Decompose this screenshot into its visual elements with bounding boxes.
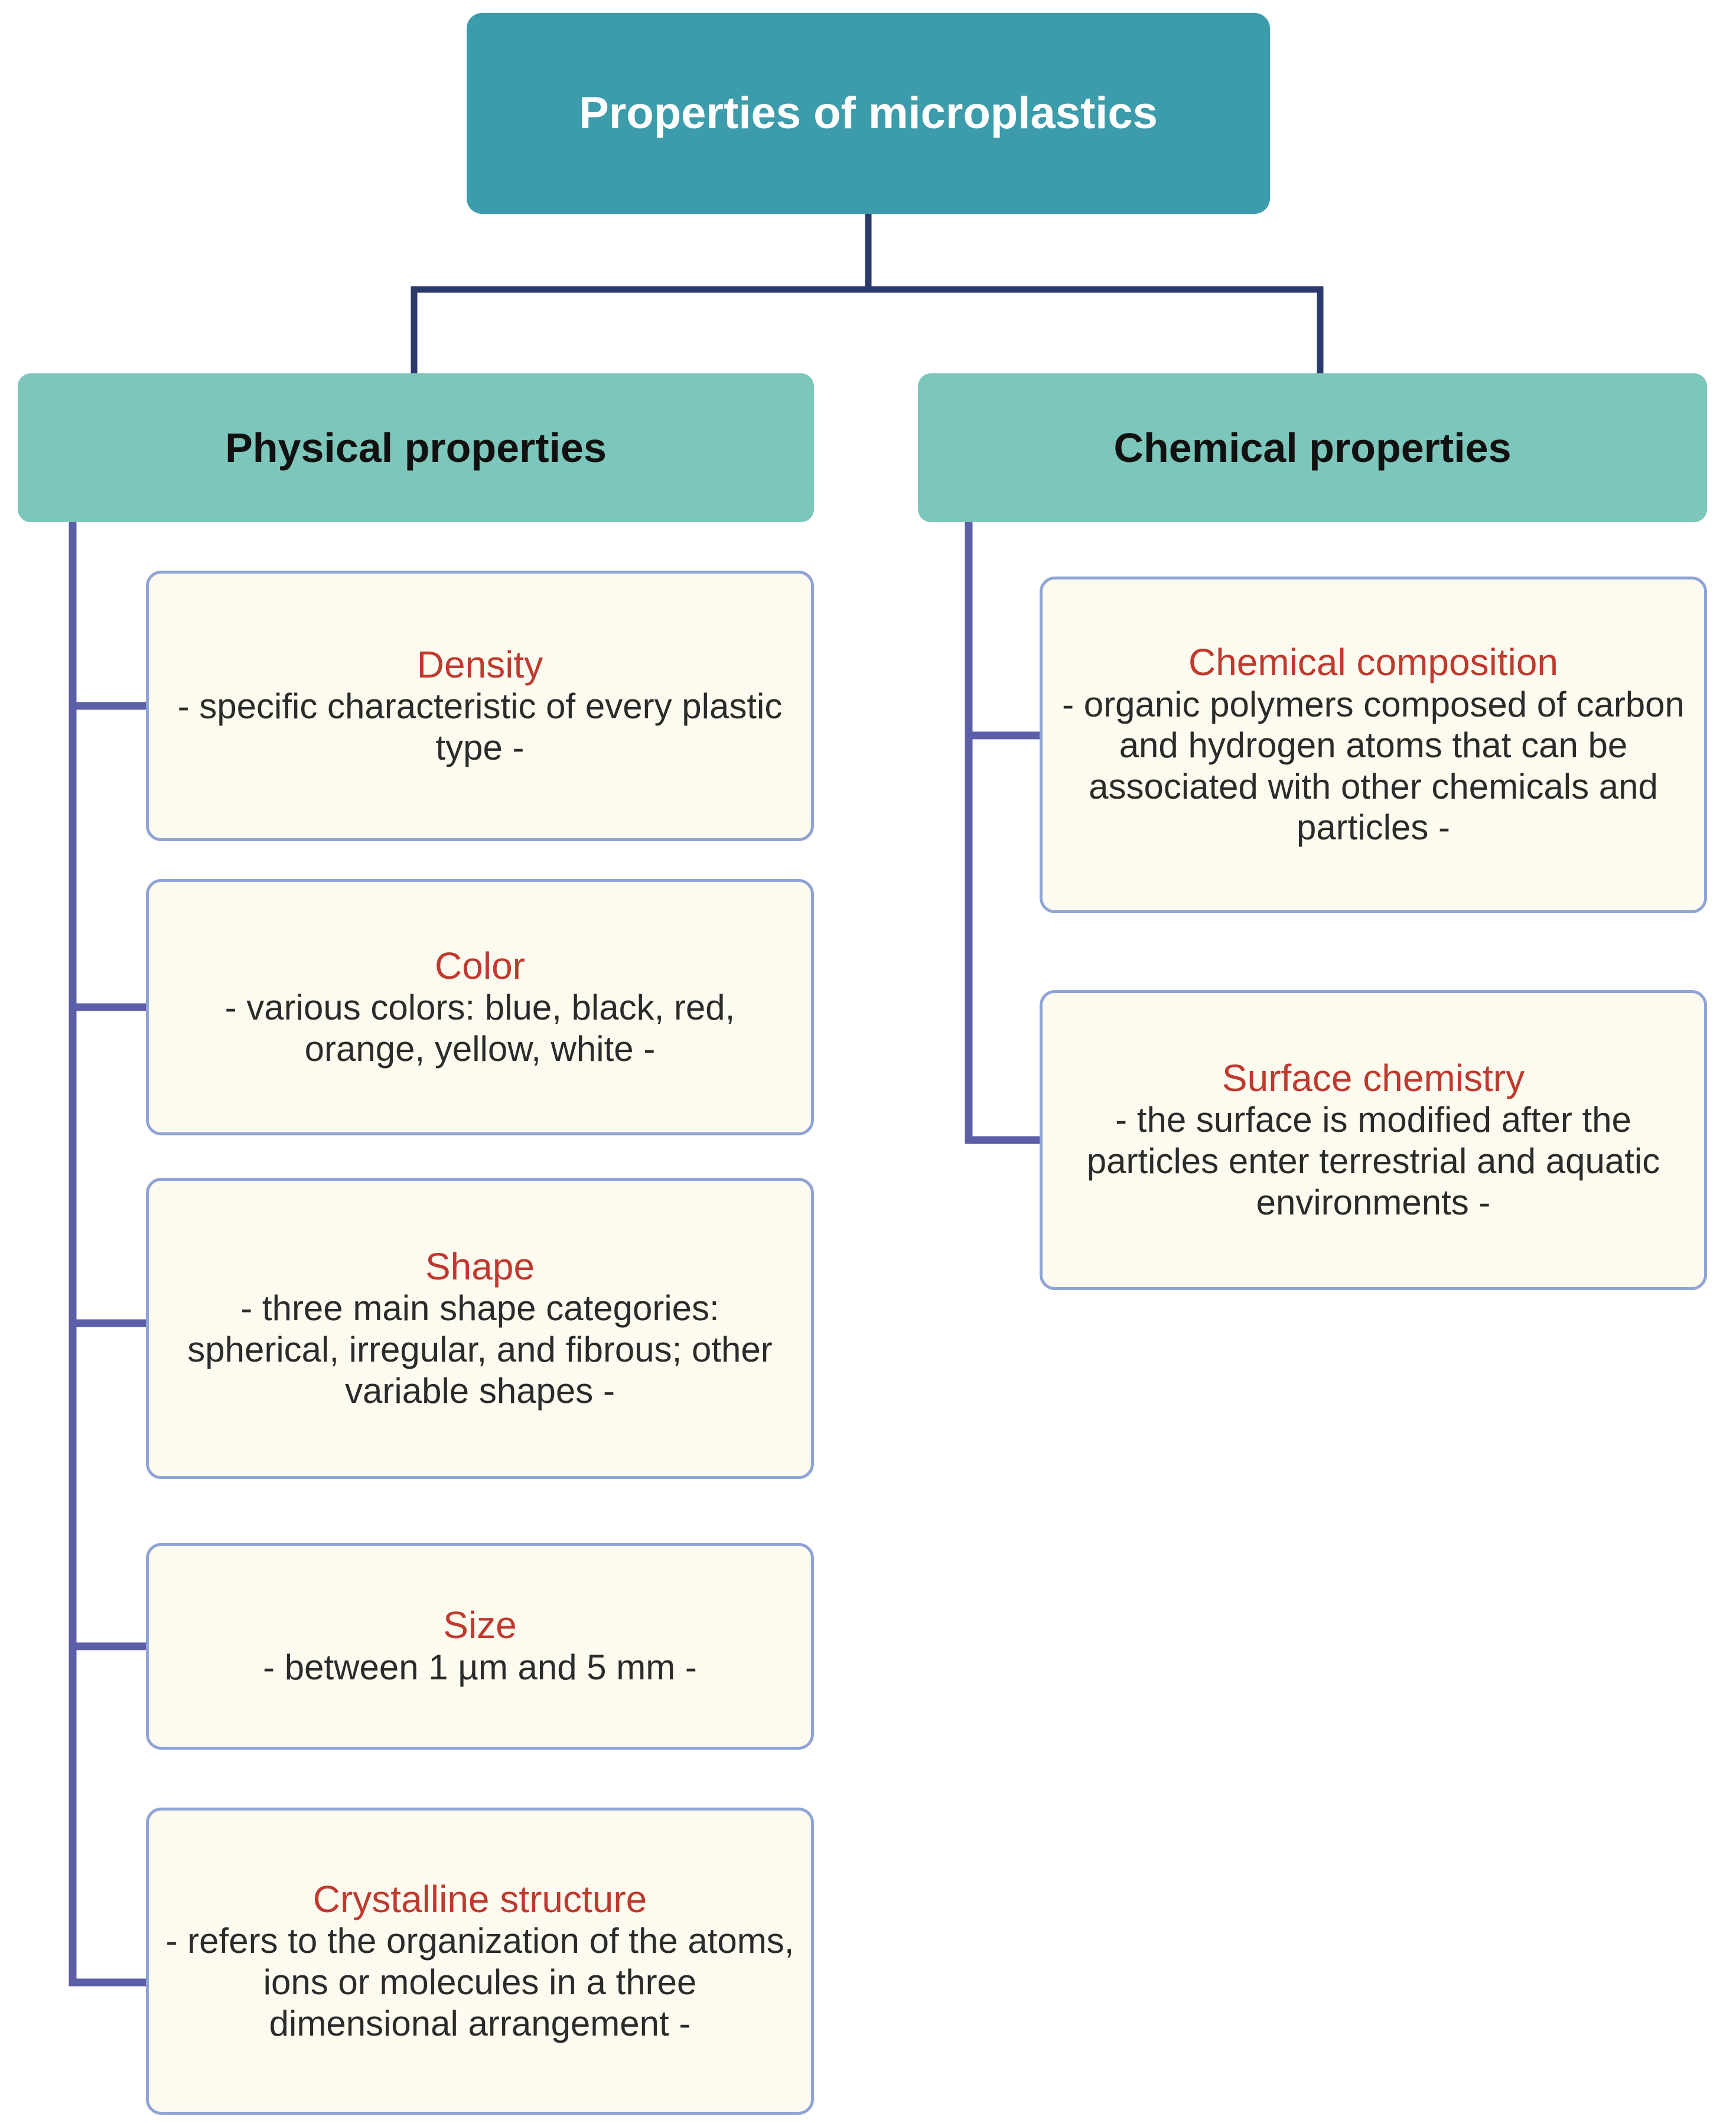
card-density-title: Density bbox=[416, 643, 543, 686]
card-surface-chemistry-title: Surface chemistry bbox=[1222, 1056, 1525, 1099]
card-crystalline-structure-description: - refers to the organization of the atom… bbox=[165, 1921, 794, 2043]
card-surface-chemistry[interactable]: Surface chemistry - the surface is modif… bbox=[1040, 990, 1707, 1290]
card-chemical-composition-title: Chemical composition bbox=[1188, 640, 1559, 683]
card-size[interactable]: Size - between 1 µm and 5 mm - bbox=[146, 1543, 814, 1750]
card-shape-description: - three main shape categories: spherical… bbox=[187, 1288, 773, 1411]
card-density-description: - specific characteristic of every plast… bbox=[177, 686, 783, 767]
card-color-title: Color bbox=[435, 944, 525, 987]
card-shape-title: Shape bbox=[425, 1245, 535, 1288]
card-chemical-composition-description: - organic polymers composed of carbon an… bbox=[1062, 684, 1685, 848]
card-chemical-composition[interactable]: Chemical composition - organic polymers … bbox=[1040, 577, 1707, 913]
card-color[interactable]: Color - various colors: blue, black, red… bbox=[146, 879, 814, 1135]
branch-node-physical-label: Physical properties bbox=[225, 424, 607, 471]
card-crystalline-structure[interactable]: Crystalline structure - refers to the or… bbox=[146, 1808, 814, 2115]
root-node[interactable]: Properties of microplastics bbox=[467, 13, 1270, 214]
card-color-description: - various colors: blue, black, red, oran… bbox=[224, 988, 735, 1069]
branch-node-chemical-label: Chemical properties bbox=[1113, 424, 1512, 471]
card-density[interactable]: Density - specific characteristic of eve… bbox=[146, 571, 814, 841]
branch-node-chemical[interactable]: Chemical properties bbox=[918, 373, 1707, 522]
card-size-title: Size bbox=[443, 1604, 517, 1647]
root-node-label: Properties of microplastics bbox=[579, 88, 1158, 139]
branch-node-physical[interactable]: Physical properties bbox=[18, 373, 814, 522]
card-surface-chemistry-description: - the surface is modified after the part… bbox=[1086, 1100, 1660, 1222]
card-crystalline-structure-title: Crystalline structure bbox=[312, 1877, 647, 1920]
card-size-description: - between 1 µm and 5 mm - bbox=[263, 1647, 697, 1688]
card-shape[interactable]: Shape - three main shape categories: sph… bbox=[146, 1178, 814, 1479]
